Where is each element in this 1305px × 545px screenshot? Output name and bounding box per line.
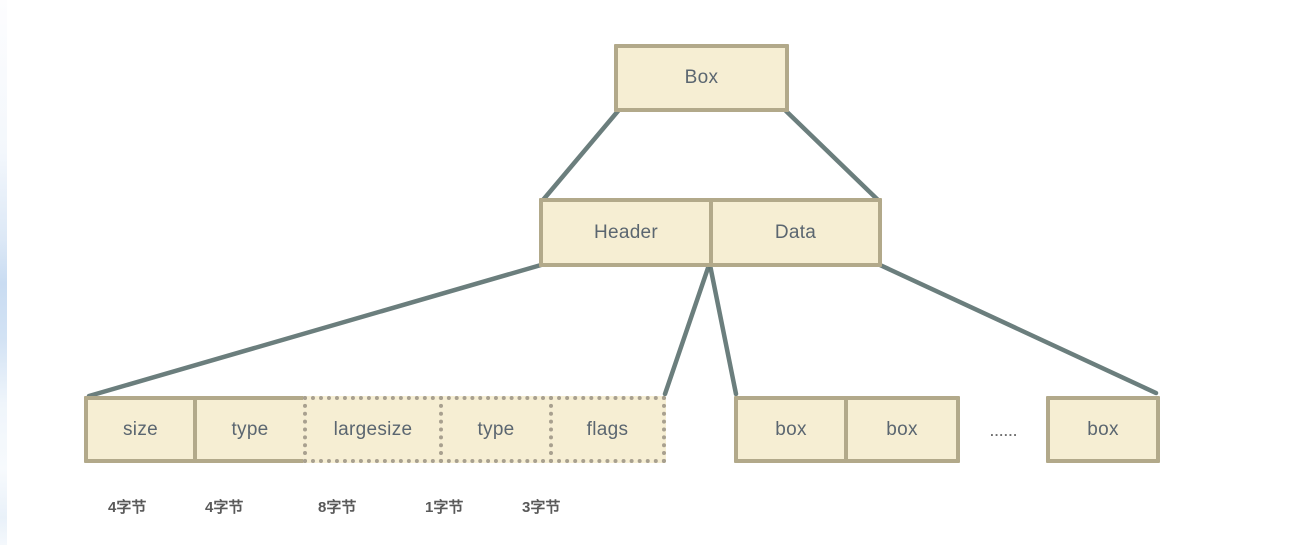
node-box-child-3-label: box: [1087, 418, 1119, 440]
field-size-label: size: [123, 418, 158, 440]
node-header: Header: [539, 198, 713, 267]
node-box-root: Box: [614, 44, 789, 112]
node-box-child-1-label: box: [775, 418, 807, 440]
connector-junction-to-box1: [707, 262, 739, 397]
node-box-child-2-label: box: [886, 418, 918, 440]
field-type-label: type: [231, 418, 269, 440]
node-box-child-1: box: [734, 396, 848, 463]
connector-data-to-box3: [877, 262, 1159, 396]
node-box-child-2: box: [844, 396, 960, 463]
field-largesize-label: largesize: [333, 418, 413, 440]
ellipsis-more-boxes: ......: [990, 424, 1018, 439]
field-type: type: [193, 396, 307, 463]
connector-box-to-header: [540, 108, 621, 203]
field-flags-label: flags: [586, 418, 629, 440]
field-largesize: largesize: [303, 396, 443, 463]
field-size: size: [84, 396, 197, 463]
field-flags: flags: [549, 396, 666, 463]
node-data-label: Data: [774, 221, 817, 243]
node-data: Data: [709, 198, 882, 267]
byte-label-type: 4字节: [205, 499, 244, 516]
connector-box-to-data: [783, 108, 881, 203]
byte-label-size: 4字节: [108, 499, 147, 516]
left-edge-gradient: [0, 0, 7, 545]
connector-junction-to-flags: [662, 262, 712, 397]
node-header-label: Header: [593, 221, 659, 243]
field-type2: type: [439, 396, 553, 463]
node-box-child-3: box: [1046, 396, 1160, 463]
byte-label-largesize: 8字节: [318, 499, 357, 516]
node-box-root-label: Box: [684, 67, 719, 88]
connector-header-to-size: [86, 262, 544, 399]
byte-label-type2: 1字节: [425, 499, 464, 516]
field-type2-label: type: [477, 418, 515, 440]
byte-label-flags: 3字节: [522, 499, 561, 516]
